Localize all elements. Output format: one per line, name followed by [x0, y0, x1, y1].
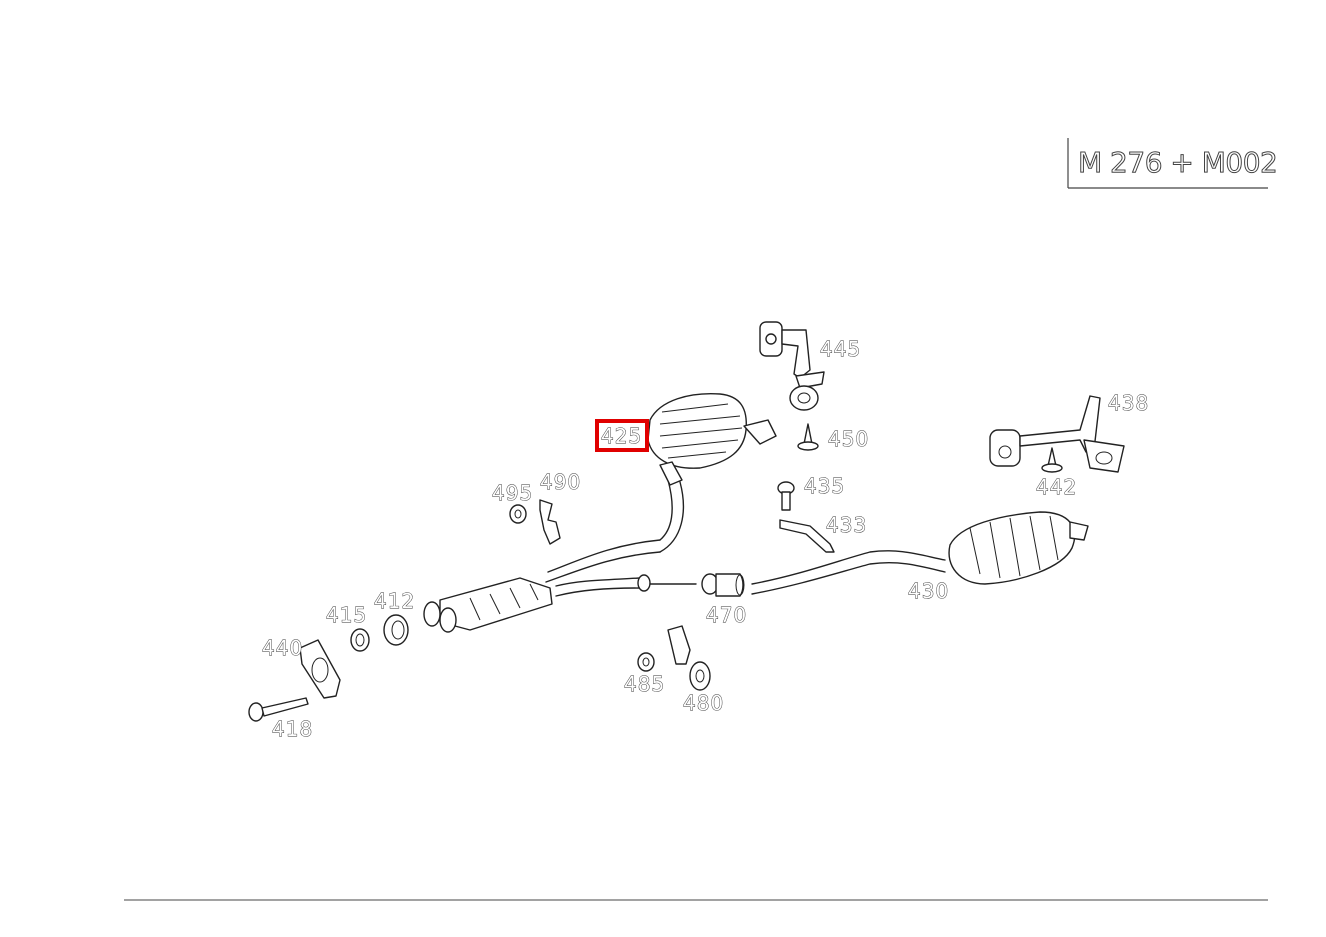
part-label-480[interactable]: 480 [683, 691, 724, 716]
part-label-430[interactable]: 430 [908, 579, 949, 604]
part-label-450[interactable]: 450 [828, 427, 869, 452]
clamp-ring-412 [383, 614, 409, 646]
hanger-480 [667, 625, 711, 691]
variant-label-box: M 276 + M002 [1067, 138, 1278, 189]
part-label-490[interactable]: 490 [540, 470, 581, 495]
part-label-425[interactable]: 425 [601, 424, 642, 449]
center-muffler-430 [948, 511, 1089, 585]
bolt-435 [777, 481, 795, 511]
screw-442 [1041, 447, 1063, 473]
part-label-415[interactable]: 415 [326, 603, 367, 628]
part-label-440[interactable]: 440 [262, 636, 303, 661]
variant-label: M 276 + M002 [1078, 146, 1277, 179]
part-label-445[interactable]: 445 [820, 337, 861, 362]
part-label-412[interactable]: 412 [374, 589, 415, 614]
rubber-mount-485 [637, 652, 655, 672]
clamp-415 [350, 628, 370, 652]
part-label-470[interactable]: 470 [706, 603, 747, 628]
part-label-495[interactable]: 495 [492, 481, 533, 506]
screw-450 [797, 423, 819, 451]
part-label-418[interactable]: 418 [272, 717, 313, 742]
selected-part-highlight [595, 419, 649, 452]
bracket-433 [779, 519, 835, 553]
bolt-418 [248, 697, 309, 722]
bracket-490 [539, 499, 561, 545]
hanger-438 [989, 395, 1125, 473]
catalytic-converter [423, 577, 553, 633]
part-label-438[interactable]: 438 [1108, 391, 1149, 416]
part-label-485[interactable]: 485 [624, 672, 665, 697]
part-label-435[interactable]: 435 [804, 474, 845, 499]
rubber-mount-495 [509, 504, 527, 524]
gasket-440 [299, 639, 341, 699]
rear-muffler-425 [647, 393, 777, 486]
exhaust-pipes [545, 479, 946, 597]
part-labels: 445 438 425 450 442 435 495 490 433 412 … [262, 337, 1149, 742]
part-label-433[interactable]: 433 [826, 513, 867, 538]
clamp-470 [701, 573, 745, 597]
part-label-442[interactable]: 442 [1036, 475, 1077, 500]
hanger-bracket-445 [759, 321, 825, 411]
